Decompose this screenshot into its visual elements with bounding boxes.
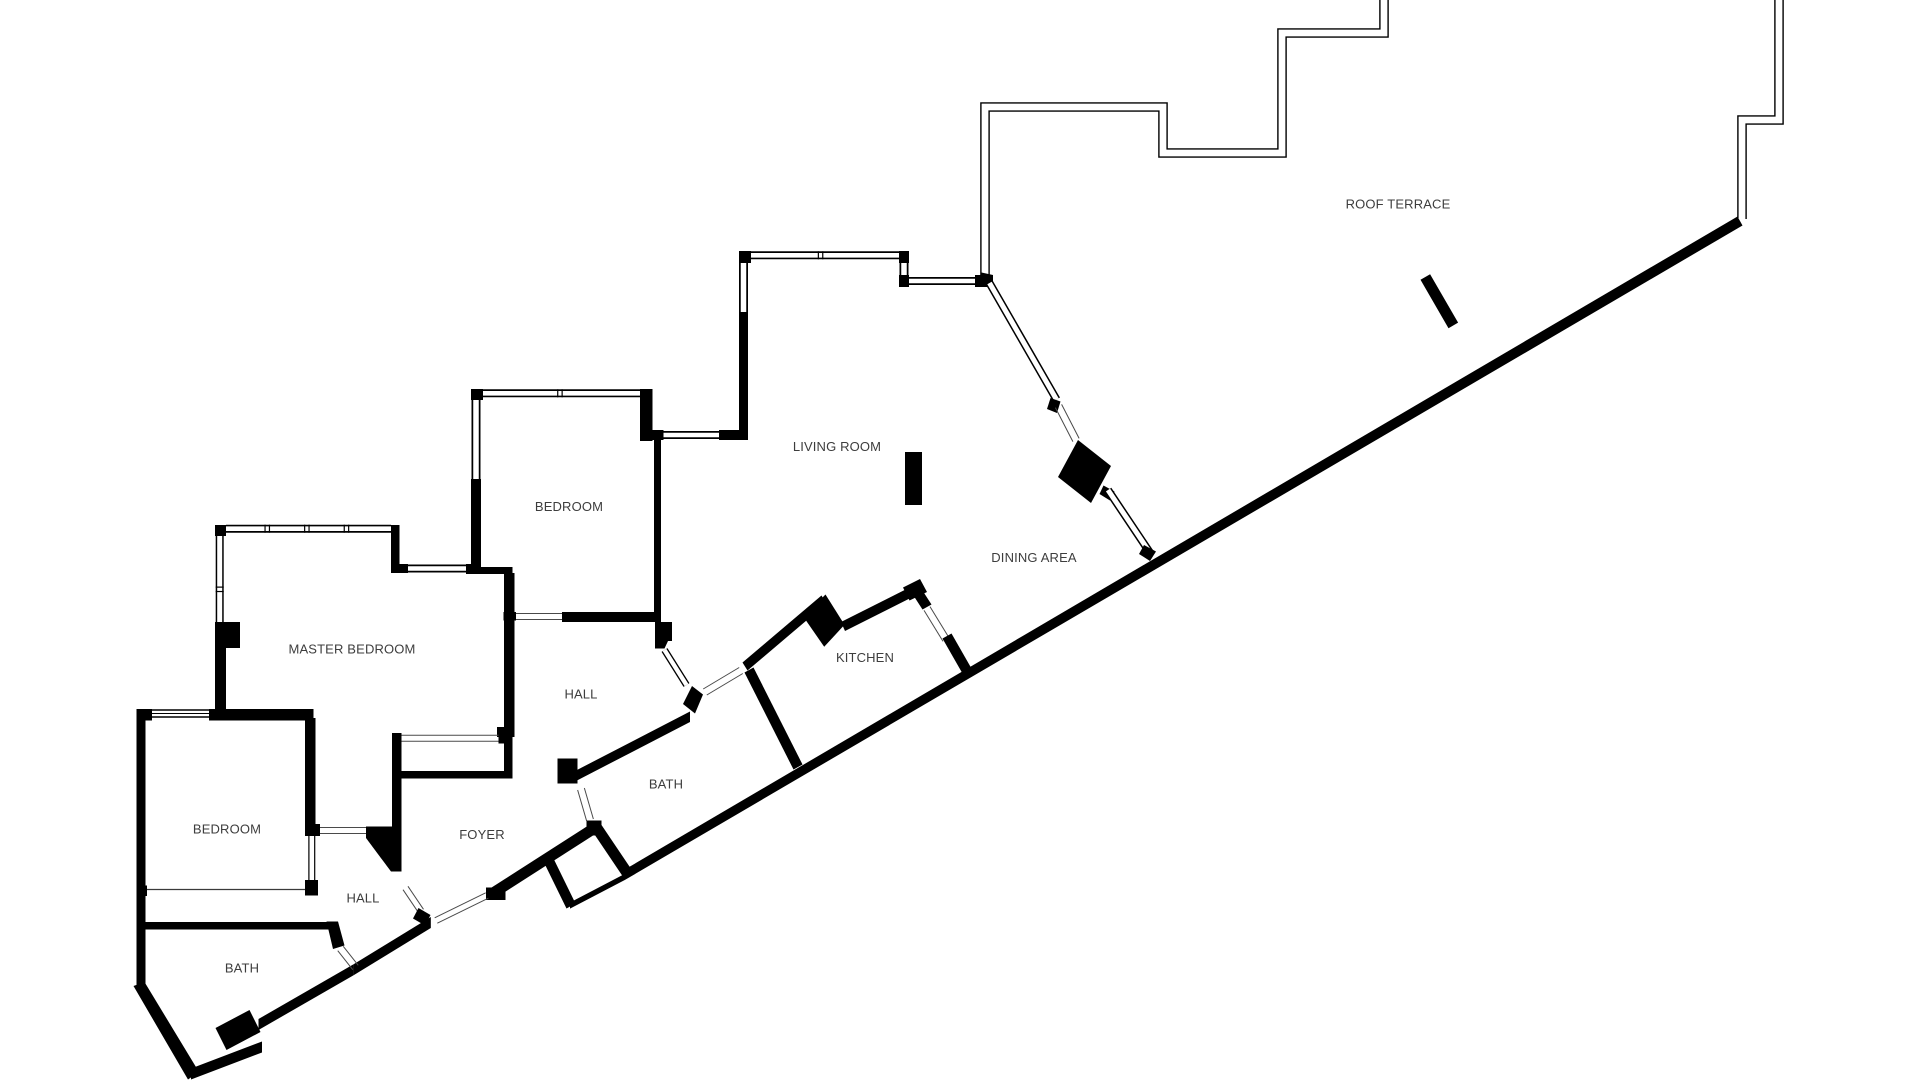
svg-text:MASTER BEDROOM: MASTER BEDROOM [288, 642, 415, 657]
svg-text:HALL: HALL [346, 891, 379, 906]
svg-text:BATH: BATH [225, 961, 259, 976]
svg-text:BEDROOM: BEDROOM [193, 822, 261, 837]
svg-text:KITCHEN: KITCHEN [836, 650, 894, 665]
svg-text:LIVING ROOM: LIVING ROOM [793, 439, 881, 454]
svg-text:HALL: HALL [564, 687, 597, 702]
svg-text:ROOF TERRACE: ROOF TERRACE [1346, 197, 1451, 212]
svg-text:BEDROOM: BEDROOM [535, 499, 603, 514]
svg-text:DINING AREA: DINING AREA [991, 550, 1077, 565]
svg-text:FOYER: FOYER [459, 827, 505, 842]
svg-text:BATH: BATH [649, 777, 683, 792]
